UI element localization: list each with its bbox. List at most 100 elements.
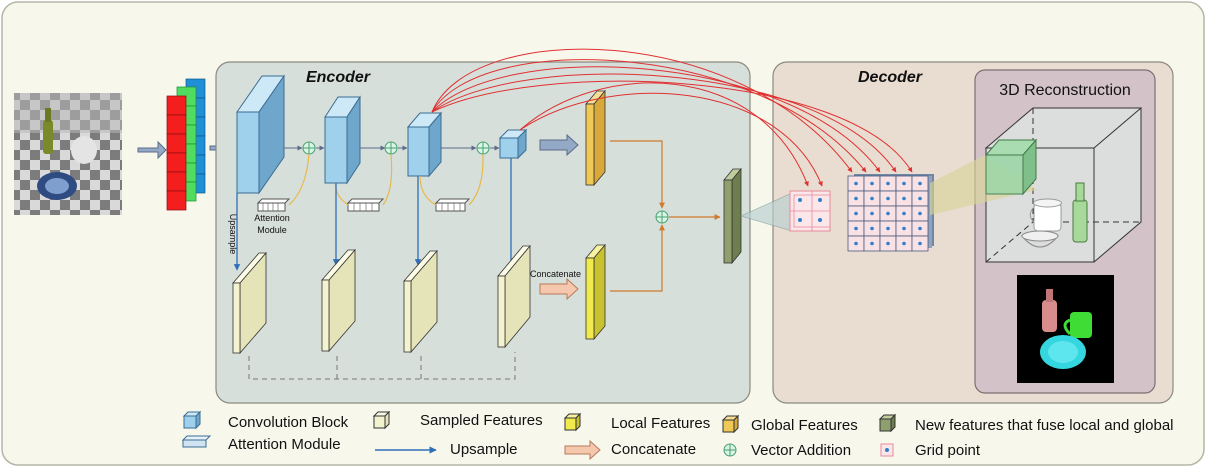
- grid-cell: [911, 190, 929, 207]
- legend-upsample-label: Upsample: [450, 441, 518, 458]
- grid-point: [902, 181, 906, 186]
- grid-cell: [863, 220, 881, 237]
- grid-point: [818, 198, 822, 202]
- grid-cell: [879, 205, 897, 222]
- sampled-feature-3: [403, 249, 438, 354]
- grid-cell: [895, 220, 913, 237]
- grid-cell: [879, 190, 897, 207]
- grid-point: [886, 211, 890, 216]
- attention-module-label-line1: Attention: [254, 213, 290, 223]
- grid-cell: [847, 205, 865, 222]
- legend-conv-block-icon: [182, 410, 202, 430]
- vector-addition-node-1: [302, 141, 316, 155]
- grid-point: [854, 181, 858, 186]
- grid-point: [902, 226, 906, 231]
- conv-block-3: [406, 111, 443, 178]
- grid-point: [870, 196, 874, 201]
- grid-cell: [847, 175, 865, 192]
- grid-cell: [847, 235, 865, 252]
- grid-cell: [895, 205, 913, 222]
- legend-grid-point-label: Grid point: [915, 442, 981, 459]
- grid-cell: [911, 175, 929, 192]
- grid-cell: [863, 190, 881, 207]
- legend-grid-point-icon: [880, 443, 894, 457]
- grid-cell: [879, 235, 897, 252]
- grid-cell: [863, 175, 881, 192]
- input-arrow: [137, 140, 167, 160]
- grid-point: [870, 226, 874, 231]
- grid-point: [798, 198, 802, 202]
- fusion-addition-node: [655, 210, 669, 224]
- grid-cell: [911, 235, 929, 252]
- local-grid-patch: [789, 190, 831, 232]
- vector-addition-node-2: [384, 141, 398, 155]
- concatenate-arrow: [539, 277, 579, 301]
- legend-concatenate-label: Concatenate: [611, 441, 696, 458]
- legend-fused-icon: [878, 413, 897, 433]
- grid-point: [886, 241, 890, 246]
- skip-connections: [431, 48, 913, 187]
- legend-local-label: Local Features: [611, 415, 710, 432]
- grid-cell: [847, 190, 865, 207]
- legend-local-icon: [563, 412, 582, 432]
- global-features: [585, 89, 606, 187]
- decoder-title: Decoder: [858, 69, 923, 86]
- upsample-arrows: [233, 158, 515, 271]
- reconstruction-output-image: [1017, 275, 1114, 383]
- attention-links: [288, 153, 484, 206]
- input-scene-image: [14, 93, 122, 215]
- attention-module-2: [346, 198, 385, 212]
- legend-global-label: Global Features: [751, 417, 858, 434]
- sampled-feature-4: [497, 244, 531, 349]
- grid-cell: [879, 175, 897, 192]
- channel-red: [166, 95, 187, 211]
- grid-point: [870, 181, 874, 186]
- grid-point: [918, 196, 922, 201]
- encoder-panel: [215, 61, 751, 404]
- sampled-features: [232, 244, 531, 355]
- attention-addition-nodes: [302, 141, 490, 155]
- grid-point: [918, 241, 922, 246]
- input-channels: [166, 78, 206, 211]
- sampled-features-dashed-link: [248, 352, 516, 380]
- sampled-feature-2: [321, 248, 356, 353]
- grid-point: [854, 211, 858, 216]
- upsample-vertical-label: Upsample: [228, 214, 238, 255]
- grid-point: [918, 226, 922, 231]
- attention-module-1: [256, 198, 291, 212]
- legend-sampled-label: Sampled Features: [420, 412, 543, 429]
- grid-point: [870, 211, 874, 216]
- legend-vector-addition-label: Vector Addition: [751, 442, 851, 459]
- grid-point: [798, 218, 802, 222]
- grid-cell: [879, 220, 897, 237]
- grid-point: [870, 241, 874, 246]
- grid-cell: [911, 220, 929, 237]
- reconstructed-objects: [1020, 182, 1088, 248]
- local-features: [585, 243, 606, 341]
- legend-vector-addition-icon: [723, 443, 737, 457]
- legend-concatenate-icon: [564, 439, 601, 461]
- grid-point: [854, 226, 858, 231]
- decoder-grid: [847, 174, 934, 252]
- grid-point: [918, 181, 922, 186]
- grid-cell: [863, 235, 881, 252]
- grid-point: [902, 241, 906, 246]
- legend-attention-label: Attention Module: [228, 436, 341, 453]
- attention-modules: [256, 198, 471, 212]
- grid-cell: [895, 235, 913, 252]
- local-grid-points: [798, 198, 822, 222]
- legend-sampled-icon: [372, 410, 391, 430]
- legend-conv-block-label: Convolution Block: [228, 414, 349, 431]
- fused-features: [723, 167, 742, 265]
- voxel-projection: [930, 155, 1037, 215]
- grid-point: [886, 181, 890, 186]
- grid-cell: [847, 220, 865, 237]
- reconstruction-title: 3D Reconstruction: [999, 82, 1131, 99]
- grid-point: [818, 218, 822, 222]
- grid-cell: [895, 190, 913, 207]
- legend-global-icon: [721, 414, 740, 434]
- grid-point: [902, 211, 906, 216]
- grid-point: [854, 196, 858, 201]
